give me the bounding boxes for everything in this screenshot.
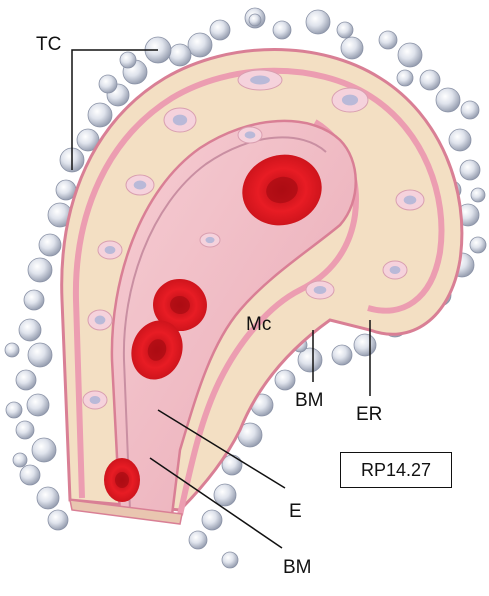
- thrombocyte: [119, 51, 137, 69]
- thrombocyte: [470, 187, 486, 203]
- capillary-wall: [60, 48, 464, 517]
- thrombocyte: [31, 437, 57, 463]
- thrombocyte: [213, 483, 237, 507]
- thrombocyte: [248, 13, 262, 27]
- red-blood-cells: [104, 154, 322, 502]
- thrombocyte: [469, 236, 487, 254]
- thrombocyte: [305, 9, 331, 35]
- label-er: ER: [356, 404, 382, 425]
- cell-nucleus: [104, 245, 116, 255]
- thrombocyte: [435, 87, 461, 113]
- thrombocyte: [201, 509, 223, 531]
- red-blood-cell: [104, 458, 140, 502]
- thrombocyte: [396, 69, 414, 87]
- thrombocyte: [15, 420, 35, 440]
- cell-nucleus: [172, 114, 188, 126]
- thrombocyte: [378, 30, 398, 50]
- thrombocyte: [353, 333, 377, 357]
- cell-nucleus: [89, 395, 101, 405]
- e-leader: [157, 409, 286, 489]
- thrombocyte: [459, 159, 481, 181]
- thrombocyte: [340, 36, 364, 60]
- reference-code-box: RP14.27: [340, 452, 452, 488]
- outer-basement-band: [72, 67, 445, 499]
- thrombocyte: [23, 289, 45, 311]
- reference-code: RP14.27: [360, 459, 432, 480]
- cell-nucleus: [244, 131, 256, 139]
- tc-leader: [71, 49, 158, 170]
- leader-lines: [71, 49, 371, 549]
- thrombocyte: [336, 21, 354, 39]
- thrombocyte: [26, 393, 50, 417]
- thrombocyte: [87, 102, 113, 128]
- bm-bottom-leader: [149, 457, 283, 549]
- cell-nucleus: [313, 285, 327, 295]
- cell-nucleus: [389, 265, 401, 275]
- cell-nucleus: [403, 195, 417, 205]
- thrombocyte: [331, 344, 353, 366]
- thrombocyte: [4, 342, 20, 358]
- thrombocyte: [297, 347, 323, 373]
- thrombocyte: [12, 452, 28, 468]
- cut-face: [69, 499, 183, 525]
- cell-nucleus: [205, 236, 215, 244]
- thrombocyte: [274, 369, 296, 391]
- red-blood-cell: [242, 154, 322, 226]
- thrombocyte: [36, 486, 60, 510]
- thrombocyte: [27, 342, 53, 368]
- red-blood-cell: [131, 320, 183, 380]
- cell-nucleus: [94, 315, 106, 325]
- thrombocyte: [47, 509, 69, 531]
- thrombocyte: [188, 530, 208, 550]
- thrombocyte: [460, 100, 480, 120]
- thrombocyte: [221, 551, 239, 569]
- thrombocyte: [18, 318, 42, 342]
- mesangial-cells: [82, 69, 425, 410]
- thrombocyte: [19, 464, 41, 486]
- thrombocyte: [209, 19, 231, 41]
- thrombocyte: [448, 128, 472, 152]
- cell-nucleus: [250, 75, 270, 85]
- thrombocyte-cluster: [4, 7, 487, 569]
- cell-nucleus: [341, 94, 359, 106]
- thrombocyte: [38, 233, 62, 257]
- cell-nucleus: [133, 180, 147, 190]
- label-bm-right: BM: [295, 390, 324, 411]
- label-bm-bottom: BM: [283, 557, 312, 578]
- thrombocyte: [27, 257, 53, 283]
- thrombocyte: [168, 43, 192, 67]
- red-blood-cell: [153, 278, 207, 332]
- thrombocyte: [419, 69, 441, 91]
- endothelium-line: [122, 136, 327, 511]
- thrombocyte: [272, 20, 292, 40]
- thrombocyte: [187, 32, 213, 58]
- thrombocyte: [15, 369, 37, 391]
- label-tc: TC: [36, 34, 61, 55]
- label-mc: Mc: [246, 314, 271, 335]
- thrombocyte: [5, 401, 23, 419]
- thrombocyte: [98, 74, 118, 94]
- label-e: E: [289, 501, 302, 522]
- thrombocyte: [397, 42, 423, 68]
